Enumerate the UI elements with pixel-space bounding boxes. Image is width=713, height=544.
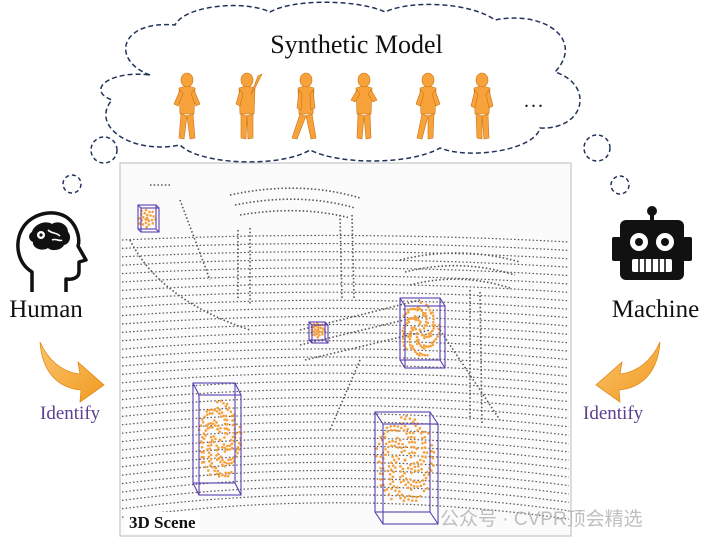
synthetic-human-figure: [350, 72, 378, 140]
human-label: Human: [9, 296, 83, 323]
synthetic-human-figure: [235, 72, 263, 140]
right-curved-arrow: [595, 341, 661, 403]
human-head-brain-icon: [16, 211, 88, 292]
synthetic-human-figure: [173, 72, 201, 140]
synthetic-human-figure: [470, 72, 494, 140]
watermark: 公众号 · CVPR顶会精选: [440, 509, 643, 530]
left-curved-arrow: [39, 341, 105, 403]
cloud-title: Synthetic Model: [270, 30, 443, 59]
bounding-boxes: [137, 204, 446, 525]
identify-left-label: Identify: [40, 403, 101, 424]
thought-bubbles: [62, 134, 630, 195]
machine-label: Machine: [611, 296, 700, 323]
scene-label: 3D Scene: [125, 512, 200, 534]
ellipsis: ...: [524, 90, 545, 112]
robot-head-icon: [612, 206, 692, 280]
identify-right-label: Identify: [583, 403, 644, 424]
synthetic-human-figure: [291, 72, 317, 140]
thought-cloud: [100, 1, 581, 163]
scene-panel: [119, 162, 572, 537]
synthetic-human-figure: [415, 72, 441, 140]
point-cloud: [121, 184, 570, 520]
synthetic-human-figures: [173, 72, 494, 140]
detected-human-points: [137, 208, 441, 503]
